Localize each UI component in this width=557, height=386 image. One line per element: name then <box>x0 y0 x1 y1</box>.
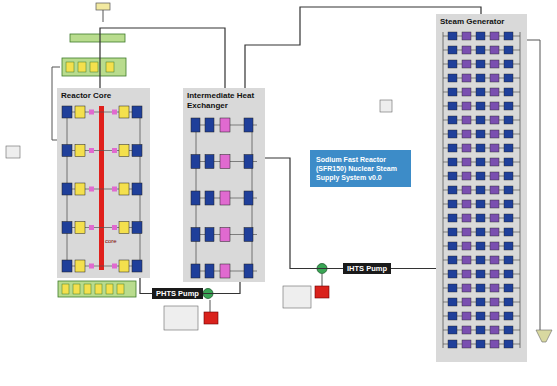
channel-row <box>62 260 142 272</box>
channel-row <box>62 183 142 195</box>
exchanger-row <box>191 228 257 242</box>
steam-generator-panel: Steam Generator <box>436 14 527 362</box>
generator-node <box>443 102 520 110</box>
system-title: Sodium Fast Reactor (SFR150) Nuclear Ste… <box>316 155 405 182</box>
channel-row <box>62 106 142 118</box>
generator-node <box>443 326 520 334</box>
generator-node <box>443 130 520 138</box>
exchanger-row <box>191 118 257 132</box>
pump-name: IHTS Pump <box>347 264 387 273</box>
component-array <box>436 14 527 362</box>
pipe-connector <box>140 278 152 294</box>
plenum-component <box>70 34 125 42</box>
plenum-component <box>62 58 126 76</box>
pipe <box>103 10 104 22</box>
panel-heading: Intermediate Heat Exchanger <box>187 91 261 110</box>
generator-node <box>443 88 520 96</box>
control-block <box>164 306 198 330</box>
generator-node <box>443 298 520 306</box>
generator-node <box>443 312 520 320</box>
exchanger-row <box>191 191 257 205</box>
heat-exchanger-panel: Intermediate Heat Exchanger <box>183 88 265 282</box>
pipe <box>527 40 540 330</box>
exchanger-row <box>191 264 257 278</box>
generator-node <box>443 284 520 292</box>
pump-tag: PHTS Pump <box>152 288 203 299</box>
generator-node <box>443 60 520 68</box>
pump-tag: IHTS Pump <box>343 263 391 274</box>
generator-node <box>443 46 520 54</box>
sensor-icon <box>380 100 392 112</box>
generator-node <box>443 116 520 124</box>
core-channel <box>99 106 104 270</box>
component-array <box>57 88 150 278</box>
plenum-cells <box>66 62 114 72</box>
channel-row <box>62 145 142 157</box>
generator-node <box>443 228 520 236</box>
lower-plenum <box>58 281 136 297</box>
panel-heading: Steam Generator <box>440 17 523 27</box>
pump-name: PHTS Pump <box>156 289 199 298</box>
exchanger-row <box>191 155 257 169</box>
panel-heading: Reactor Core <box>61 91 146 101</box>
generator-node <box>443 158 520 166</box>
generator-node <box>443 340 520 348</box>
pipe <box>210 300 211 312</box>
system-title-box: Sodium Fast Reactor (SFR150) Nuclear Ste… <box>310 150 411 187</box>
generator-node <box>443 214 520 222</box>
generator-node <box>443 242 520 250</box>
sensor-icon <box>96 3 110 10</box>
decay-heat-icon <box>6 146 20 158</box>
generator-node <box>443 200 520 208</box>
channel-row <box>62 222 142 234</box>
pump-motor <box>315 286 329 298</box>
turbine-boundary-icon <box>536 330 552 342</box>
generator-node <box>443 256 520 264</box>
pump-motor <box>204 312 218 324</box>
generator-node <box>443 74 520 82</box>
control-block <box>283 286 311 308</box>
pipe <box>322 274 323 286</box>
pipe <box>67 106 140 272</box>
generator-node <box>443 144 520 152</box>
reactor-core-panel: Reactor Core <box>57 88 150 278</box>
generator-node <box>443 186 520 194</box>
pipe-connector <box>391 268 436 269</box>
component-array <box>183 88 265 282</box>
generator-node <box>443 270 520 278</box>
pipe <box>443 32 520 348</box>
generator-node <box>443 172 520 180</box>
pipe-connector <box>203 282 240 294</box>
pipe-connector <box>100 28 225 88</box>
plenum-cells <box>62 284 124 294</box>
component-label: core <box>105 238 117 245</box>
generator-node <box>443 32 520 40</box>
